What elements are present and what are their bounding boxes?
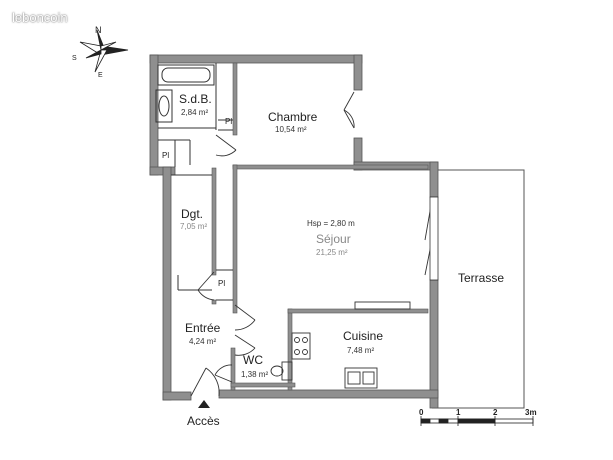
closet-pl-1: Pl: [225, 117, 233, 126]
room-name-wc: WC: [243, 353, 263, 367]
scale-tick-1: 1: [456, 408, 461, 417]
room-name-terrasse: Terrasse: [458, 271, 505, 285]
scale-bar: [420, 416, 534, 426]
room-area-sejour: 21,25 m²: [316, 248, 348, 257]
watermark-logo: leboncoin: [12, 10, 68, 25]
room-area-cuisine: 7,48 m²: [347, 346, 375, 355]
compass-north-label: N: [95, 25, 102, 35]
closet-pl-2: Pl: [162, 151, 170, 160]
compass-rose: [79, 29, 129, 73]
room-area-sdb: 2,84 m²: [181, 108, 209, 117]
compass-south-label: S: [72, 55, 77, 62]
toilet: [270, 361, 293, 381]
doors: [190, 91, 433, 397]
room-area-wc: 1,38 m²: [241, 370, 269, 379]
ceiling-height: Hsp = 2,80 m: [307, 219, 355, 228]
compass-east-label: E: [98, 72, 103, 79]
washbasin: [155, 89, 173, 123]
room-name-sejour: Séjour: [316, 232, 351, 246]
room-name-dgt: Dgt.: [181, 207, 204, 221]
scale-tick-0: 0: [419, 408, 424, 417]
room-name-sdb: S.d.B.: [179, 92, 212, 106]
closet-pl-3: Pl: [218, 279, 226, 288]
interior-walls: [211, 62, 429, 391]
entrance-arrow-icon: [198, 400, 210, 408]
bathtub: [157, 64, 215, 86]
kitchen-fittings: [291, 301, 411, 389]
terrace-outline: [432, 169, 525, 409]
room-area-chambre: 10,54 m²: [275, 125, 307, 134]
room-area-dgt: 7,05 m²: [180, 222, 208, 231]
partitions: [158, 63, 233, 301]
entrance-label: Accès: [187, 414, 220, 428]
room-name-cuisine: Cuisine: [343, 329, 384, 343]
room-name-entree: Entrée: [185, 321, 221, 335]
scale-tick-2: 2: [493, 408, 498, 417]
scale-tick-3: 3m: [525, 408, 537, 417]
window-openings: [429, 196, 439, 281]
room-name-chambre: Chambre: [268, 110, 318, 124]
room-area-entree: 4,24 m²: [189, 337, 217, 346]
